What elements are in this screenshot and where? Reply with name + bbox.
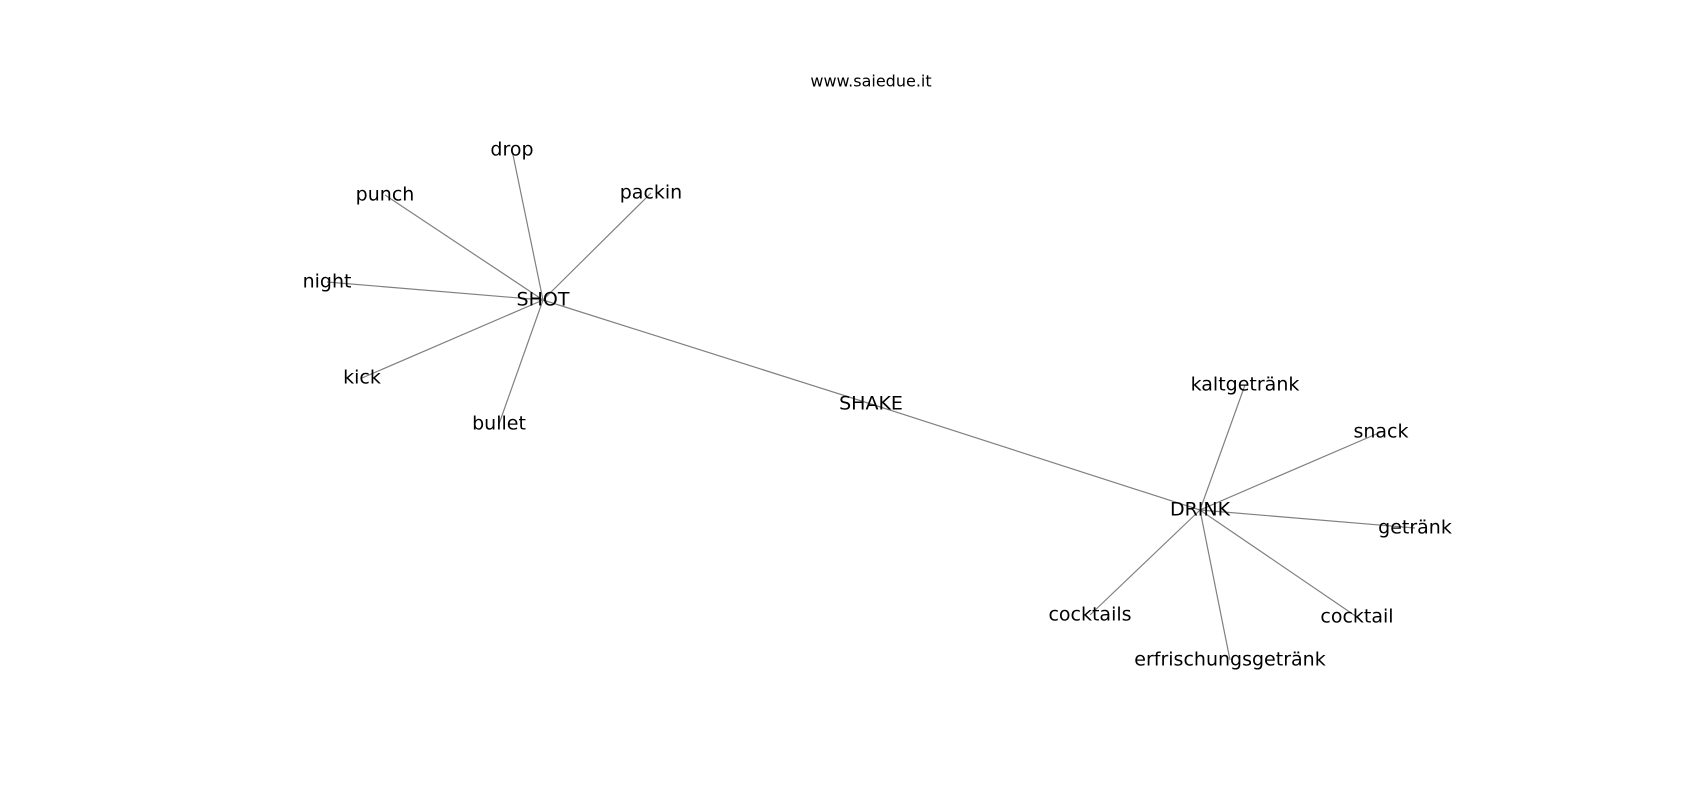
node-label-punch: punch	[356, 184, 415, 206]
node-label-snack: snack	[1353, 421, 1408, 443]
node-label-cocktail: cocktail	[1320, 606, 1393, 628]
edge-shot-packin	[542, 192, 652, 301]
node-label-drop: drop	[490, 139, 533, 161]
node-label-shake: SHAKE	[839, 393, 903, 415]
node-label-kick: kick	[343, 367, 381, 389]
node-label-drink: DRINK	[1170, 499, 1231, 521]
node-label-night: night	[303, 271, 352, 293]
edge-shake-drink	[870, 403, 1201, 511]
node-label-erfrischungsgetrank: erfrischungsgetränk	[1134, 649, 1325, 671]
edge-shot-punch	[384, 194, 544, 301]
node-label-bullet: bullet	[472, 413, 526, 435]
edge-shot-drop	[511, 149, 544, 301]
edge-shot-night	[326, 281, 544, 301]
edge-drink-snack	[1199, 431, 1382, 511]
edge-shot-bullet	[498, 299, 544, 425]
node-label-getrank: getränk	[1378, 517, 1452, 539]
node-label-kaltgetrank: kaltgetränk	[1191, 374, 1300, 396]
node-label-shot: SHOT	[517, 289, 570, 311]
graph-nodes: SHOT SHAKE DRINK drop punch packin night kick bu…	[303, 139, 1452, 671]
edge-drink-getrank	[1199, 509, 1416, 529]
edge-drink-cocktails	[1089, 509, 1201, 616]
edge-shot-shake	[542, 299, 872, 405]
graph-edges	[326, 149, 1416, 661]
node-label-cocktails: cocktails	[1048, 604, 1131, 626]
node-label-packin: packin	[620, 182, 682, 204]
edge-drink-kaltgetrank	[1199, 384, 1246, 511]
edge-drink-erfrischungsgetrank	[1199, 509, 1231, 661]
edge-shot-kick	[361, 299, 544, 379]
site-label: www.saiedue.it	[810, 72, 931, 91]
edge-drink-cocktail	[1199, 509, 1358, 618]
